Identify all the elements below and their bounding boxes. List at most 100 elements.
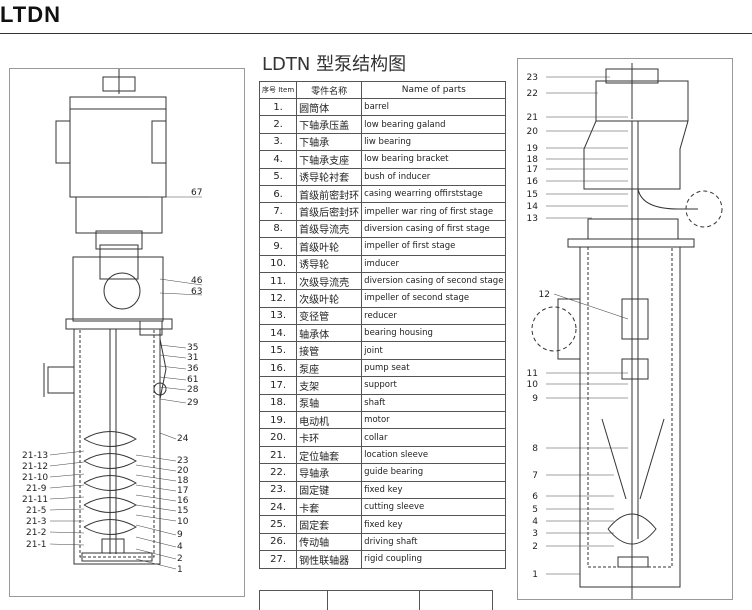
header-divider: [0, 33, 752, 34]
header-en-name: Name of parts: [361, 81, 507, 99]
label-67: 67: [191, 188, 202, 198]
cell-cn: 支架: [296, 376, 363, 395]
rlabel-1: 1: [532, 570, 538, 580]
cell-no: 6.: [258, 184, 298, 204]
label-23: 23: [177, 456, 188, 466]
cell-en: casing wearring offirststage: [361, 184, 507, 204]
cell-en: low bearing galand: [361, 115, 507, 134]
label-29: 29: [187, 398, 199, 408]
cell-no: 25.: [258, 515, 298, 534]
cell-cn: 次级叶轮: [296, 289, 363, 308]
label-2: 2: [177, 554, 183, 564]
label-18: 18: [177, 476, 189, 486]
cell-no: 18.: [258, 393, 298, 413]
label-21-3: 21-3: [26, 517, 46, 527]
cell-cn: 固定套: [296, 515, 363, 534]
cell-en: diversion casing of first stage: [361, 219, 507, 239]
cell-en: support: [361, 376, 507, 395]
rlabel-8: 8: [532, 444, 538, 454]
table-header-row: 序号 Item 零件名称 Name of parts: [258, 81, 507, 99]
cell-en: barrel: [361, 97, 507, 117]
cell-en: driving shaft: [361, 532, 507, 552]
rlabel-16: 16: [527, 177, 539, 187]
label-35: 35: [187, 343, 198, 353]
rlabel-11: 11: [527, 369, 538, 379]
rlabel-14: 14: [527, 202, 539, 212]
label-20: 20: [177, 466, 189, 476]
label-21-12: 21-12: [22, 462, 48, 472]
label-28: 28: [187, 385, 199, 395]
cell-no: 9.: [258, 237, 298, 256]
cell-cn: 圆筒体: [296, 97, 363, 117]
rlabel-4: 4: [532, 517, 538, 527]
cell-en: liw bearing: [361, 132, 507, 152]
cell-en: low bearing bracket: [361, 150, 507, 169]
cell-en: fixed key: [361, 515, 507, 534]
rlabel-21: 21: [527, 113, 538, 123]
cell-cn: 变径管: [296, 306, 363, 326]
cell-no: 17.: [258, 376, 298, 395]
label-21-10: 21-10: [22, 473, 48, 483]
label-24: 24: [177, 434, 189, 444]
cell-cn: 首级导流壳: [296, 219, 363, 239]
label-21-2: 21-2: [26, 528, 46, 538]
cell-cn: 电动机: [296, 411, 363, 430]
cell-en: shaft: [361, 393, 507, 413]
cell-cn: 首级前密封环: [296, 184, 363, 204]
brand-logo: LTDN: [0, 2, 62, 27]
header-item: 序号 Item: [258, 81, 298, 99]
label-1: 1: [177, 565, 183, 575]
cell-en: diversion casing of second stage: [361, 271, 507, 291]
cell-cn: 传动轴: [296, 532, 363, 552]
cell-cn: 钢性联轴器: [296, 550, 363, 569]
cell-cn: 固定键: [296, 480, 363, 499]
cell-no: 16.: [258, 358, 298, 378]
cell-no: 14.: [258, 324, 298, 343]
cell-en: motor: [361, 411, 507, 430]
cell-en: joint: [361, 341, 507, 360]
cell-en: cutting sleeve: [361, 497, 507, 517]
label-9: 9: [177, 530, 183, 540]
cell-no: 3.: [258, 132, 298, 152]
cell-no: 27.: [258, 550, 298, 569]
cell-en: bush of inducer: [361, 167, 507, 186]
cell-en: imducer: [361, 254, 507, 273]
right-section-drawing: 23 22 21 20 19 18 17 16 15 14 13 12 11 1…: [517, 58, 733, 600]
cell-en: impeller war ring of first stage: [361, 202, 507, 221]
cell-cn: 诱导轮: [296, 254, 363, 273]
cell-cn: 下轴承压盖: [296, 115, 363, 134]
rlabel-5: 5: [532, 505, 538, 515]
cell-en: collar: [361, 428, 507, 447]
cell-no: 23.: [258, 480, 298, 499]
rlabel-23: 23: [527, 73, 538, 83]
cell-cn: 轴承体: [296, 324, 363, 343]
header-cn-name: 零件名称: [296, 81, 363, 99]
rlabel-3: 3: [532, 529, 538, 539]
cell-cn: 接管: [296, 341, 363, 360]
label-36: 36: [187, 364, 199, 374]
rlabel-15: 15: [527, 190, 538, 200]
left-pump-svg: 67 46 63 35 31 36 61 28 29 24 23 20 18 1…: [22, 69, 203, 575]
cell-en: location sleeve: [361, 445, 507, 465]
label-21-11: 21-11: [22, 495, 48, 505]
cell-no: 21.: [258, 445, 298, 465]
label-21-5: 21-5: [26, 506, 46, 516]
cell-no: 10.: [258, 254, 298, 273]
cell-no: 20.: [258, 428, 298, 447]
cell-en: guide bearing: [361, 463, 507, 482]
cell-no: 8.: [258, 219, 298, 239]
